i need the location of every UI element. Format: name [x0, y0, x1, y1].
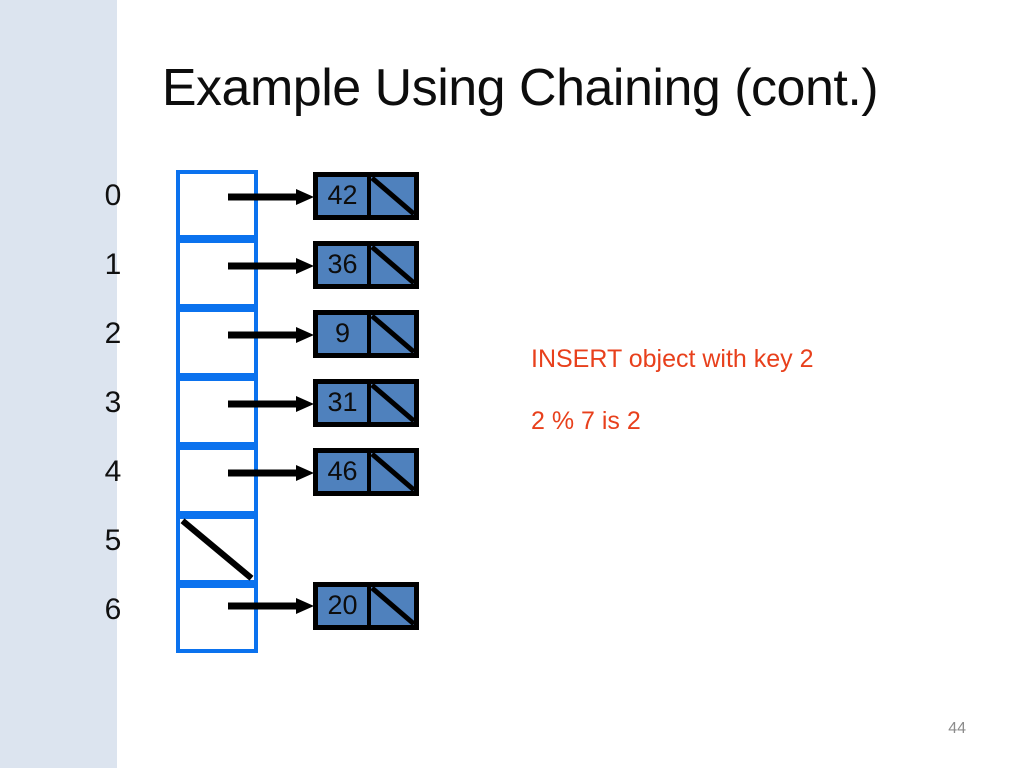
node-next-pointer: [371, 384, 414, 422]
bucket-index-1: 1: [104, 248, 122, 281]
annotation-hash-computation: 2 % 7 is 2: [531, 407, 641, 435]
hash-slot-6[interactable]: [176, 584, 258, 653]
node-key-value: 9: [318, 315, 371, 353]
node-key-value: 20: [318, 587, 371, 625]
page-title: Example Using Chaining (cont.): [161, 59, 879, 117]
pointer-arrow-slot-0: [228, 189, 314, 205]
page-number: 44: [948, 720, 966, 737]
annotation-insert-operation: INSERT object with key 2: [531, 345, 814, 373]
null-pointer-slash-icon: [371, 177, 414, 215]
hash-slot-0[interactable]: [176, 170, 258, 239]
bucket-index-3: 3: [104, 386, 122, 419]
list-node-1[interactable]: 36: [313, 241, 419, 289]
bucket-index-0: 0: [104, 179, 122, 212]
list-node-6[interactable]: 20: [313, 582, 419, 630]
node-next-pointer: [371, 177, 414, 215]
hash-table: [176, 170, 258, 653]
null-pointer-slash-icon: [371, 246, 414, 284]
list-node-0[interactable]: 42: [313, 172, 419, 220]
node-key-value: 46: [318, 453, 371, 491]
null-slash-icon: [180, 518, 254, 581]
bucket-index-2: 2: [104, 317, 122, 350]
hash-slot-1[interactable]: [176, 239, 258, 308]
node-next-pointer: [371, 315, 414, 353]
pointer-arrow-slot-6: [228, 598, 314, 614]
hash-slot-2[interactable]: [176, 308, 258, 377]
bucket-index-4: 4: [104, 455, 122, 488]
list-node-3[interactable]: 31: [313, 379, 419, 427]
node-next-pointer: [371, 587, 414, 625]
bucket-index-5: 5: [104, 524, 122, 557]
pointer-arrow-slot-2: [228, 327, 314, 343]
node-next-pointer: [371, 246, 414, 284]
null-pointer-slash-icon: [371, 384, 414, 422]
pointer-arrow-slot-3: [228, 396, 314, 412]
hash-slot-4[interactable]: [176, 446, 258, 515]
node-key-value: 42: [318, 177, 371, 215]
pointer-arrow-slot-4: [228, 465, 314, 481]
pointer-arrow-slot-1: [228, 258, 314, 274]
node-next-pointer: [371, 453, 414, 491]
null-pointer-slash-icon: [371, 453, 414, 491]
node-key-value: 36: [318, 246, 371, 284]
hash-slot-5[interactable]: [176, 515, 258, 584]
list-node-2[interactable]: 9: [313, 310, 419, 358]
list-node-4[interactable]: 46: [313, 448, 419, 496]
null-pointer-slash-icon: [371, 315, 414, 353]
left-accent-band: [0, 0, 117, 768]
node-key-value: 31: [318, 384, 371, 422]
null-pointer-slash-icon: [371, 587, 414, 625]
bucket-index-6: 6: [104, 593, 122, 626]
hash-slot-3[interactable]: [176, 377, 258, 446]
